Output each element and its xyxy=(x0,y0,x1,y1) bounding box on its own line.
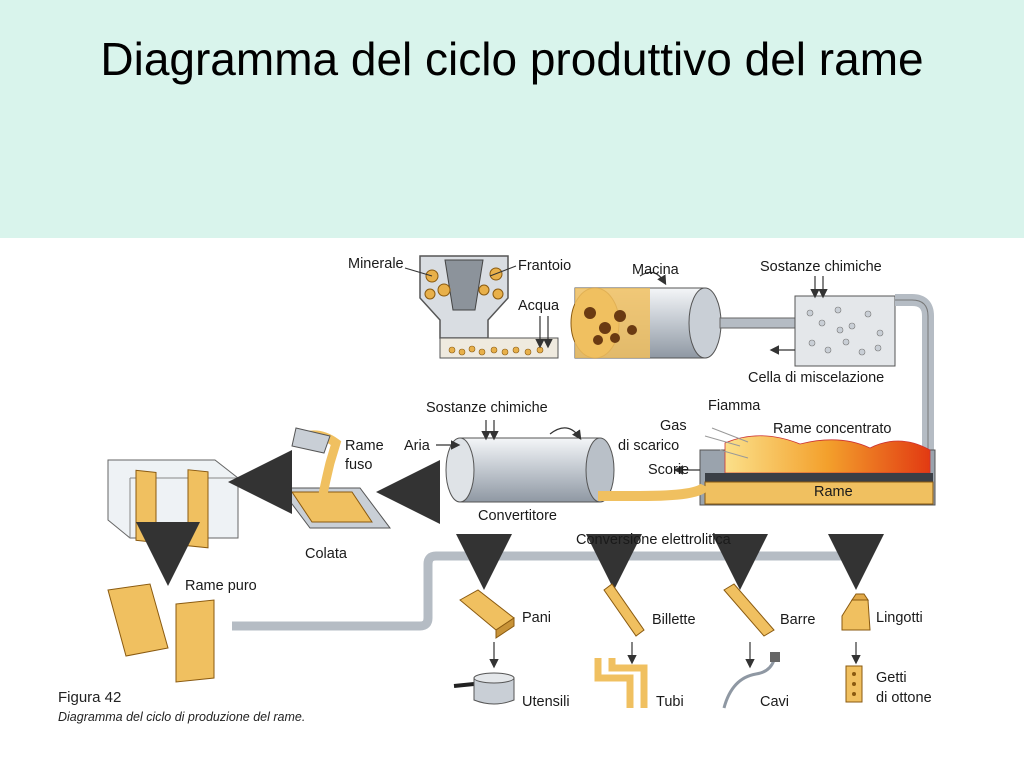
product-getti xyxy=(845,665,863,703)
label-cavi: Cavi xyxy=(760,694,789,710)
label-scorie: Scorie xyxy=(648,462,689,478)
product-tubi xyxy=(594,658,648,708)
label-aria: Aria xyxy=(404,438,431,454)
electrolysis-tank xyxy=(107,450,292,586)
label-billette: Billette xyxy=(652,612,696,628)
label-tubi: Tubi xyxy=(656,694,684,710)
label-acqua: Acqua xyxy=(518,298,560,314)
label-rame-fuso-2: fuso xyxy=(345,457,372,473)
label-conversione: Conversione elettrolitica xyxy=(576,532,732,548)
label-sostanze-chimiche-1: Sostanze chimiche xyxy=(760,259,882,275)
label-fiamma: Fiamma xyxy=(708,398,761,414)
label-macina: Macina xyxy=(632,262,680,278)
product-lingotti xyxy=(841,593,871,665)
product-pani xyxy=(459,589,515,669)
slide-title: Diagramma del ciclo produttivo del rame xyxy=(100,33,924,85)
label-getti-2: di ottone xyxy=(876,690,932,706)
figure-number: Figura 42 xyxy=(58,689,121,706)
label-minerale: Minerale xyxy=(348,256,404,272)
copper-cycle-diagram: Minerale Frantoio Acqua Macina Sostanz xyxy=(58,255,936,724)
converter xyxy=(436,420,710,503)
label-pani: Pani xyxy=(522,610,551,626)
label-utensili: Utensili xyxy=(522,694,570,710)
distribution-pipe xyxy=(232,534,884,631)
product-billette xyxy=(603,583,645,665)
label-rame-forno: Rame xyxy=(814,484,853,500)
mixing-cell xyxy=(769,276,934,450)
casting xyxy=(279,427,440,529)
pure-copper-sheets xyxy=(107,583,215,683)
label-barre: Barre xyxy=(780,612,815,628)
crusher xyxy=(419,255,559,359)
label-frantoio: Frantoio xyxy=(518,258,571,274)
label-rame-puro: Rame puro xyxy=(185,578,257,594)
furnace xyxy=(673,427,936,506)
product-barre xyxy=(723,583,775,669)
label-gas-2: di scarico xyxy=(618,438,679,454)
label-rame-fuso-1: Rame xyxy=(345,438,384,454)
title-band xyxy=(0,0,1024,238)
product-cavi xyxy=(722,652,780,709)
label-gas-1: Gas xyxy=(660,418,687,434)
label-colata: Colata xyxy=(305,546,348,562)
label-rame-concentrato: Rame concentrato xyxy=(773,421,891,437)
label-cella: Cella di miscelazione xyxy=(748,370,884,386)
label-sostanze-chimiche-2: Sostanze chimiche xyxy=(426,400,548,416)
label-convertitore: Convertitore xyxy=(478,508,557,524)
label-lingotti: Lingotti xyxy=(876,610,923,626)
figure-caption: Diagramma del ciclo di produzione del ra… xyxy=(58,710,305,724)
product-utensili xyxy=(453,672,515,705)
label-getti-1: Getti xyxy=(876,670,907,686)
mill xyxy=(570,271,801,359)
